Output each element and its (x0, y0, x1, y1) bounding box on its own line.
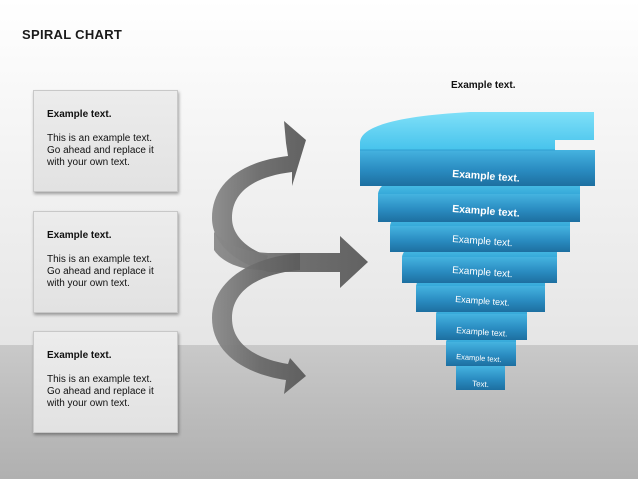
text-box-heading: Example text. (47, 350, 112, 361)
text-box-body-line: This is an example text. (47, 133, 153, 144)
spiral-label-6: Example text. (456, 325, 508, 339)
spiral-label-1: Example text. (452, 168, 520, 185)
spiral-arrows (212, 121, 368, 394)
text-box-body-line: with your own text. (47, 157, 130, 168)
text-box-body-line: Go ahead and replace it (47, 386, 154, 397)
spiral-funnel (360, 112, 595, 390)
spiral-label-3: Example text. (452, 234, 513, 249)
text-box-body-line: with your own text. (47, 278, 130, 289)
text-box-body-line: Go ahead and replace it (47, 145, 154, 156)
spiral-top-label: Example text. (451, 80, 516, 91)
text-box-body-line: with your own text. (47, 398, 130, 409)
text-box-heading: Example text. (47, 230, 112, 241)
page-title: SPIRAL CHART (22, 27, 123, 42)
text-box-heading: Example text. (47, 109, 112, 120)
spiral-label-2: Example text. (452, 203, 520, 220)
spiral-labels: Example text. Example text. Example text… (452, 168, 520, 389)
text-box-2: Example text. This is an example text. G… (33, 211, 178, 313)
spiral-label-7: Example text. (456, 352, 502, 364)
curved-arrow-1 (212, 121, 306, 270)
text-box-1: Example text. This is an example text. G… (33, 90, 178, 192)
text-box-body-line: Go ahead and replace it (47, 266, 154, 277)
spiral-label-5: Example text. (455, 294, 510, 308)
curved-arrow-3 (212, 253, 306, 394)
spiral-label-4: Example text. (452, 265, 513, 280)
spiral-label-8: Text. (472, 379, 489, 389)
text-box-body-line: This is an example text. (47, 254, 153, 265)
text-box-body-line: This is an example text. (47, 374, 153, 385)
text-box-3: Example text. This is an example text. G… (33, 331, 178, 433)
